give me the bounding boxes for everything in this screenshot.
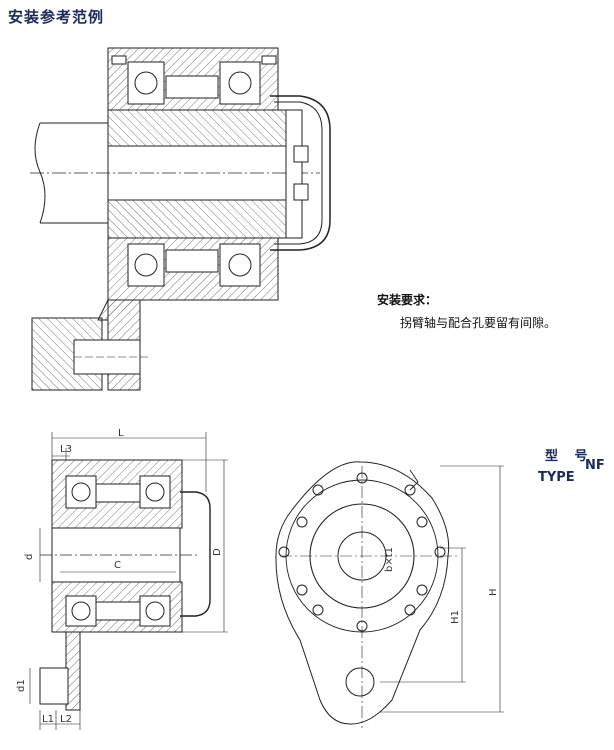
dim-L2: L2: [60, 714, 72, 725]
dim-H1: H1: [450, 610, 461, 624]
type-label-cn: 型 号: [545, 449, 594, 464]
type-label-en: TYPE: [538, 470, 575, 485]
installation-requirements-text: 拐臂轴与配合孔要留有间隙。: [400, 316, 557, 330]
installation-requirements-heading: 安装要求：: [377, 293, 438, 307]
dim-C: C: [114, 560, 121, 571]
dim-L3: L3: [60, 444, 72, 455]
installation-example-drawing: [30, 47, 331, 391]
dim-D: D: [212, 548, 223, 556]
dim-L1: L1: [42, 714, 54, 725]
dim-L: L: [118, 428, 124, 439]
dim-d1: d1: [16, 679, 27, 692]
dim-keyway: b×t1: [384, 547, 395, 572]
section-view-drawing: [29, 432, 228, 730]
type-value: NF: [585, 458, 605, 473]
page-title: 安装参考范例: [8, 8, 105, 26]
front-view-drawing: [275, 461, 504, 728]
dim-d: d: [24, 554, 35, 560]
dim-H: H: [488, 588, 499, 596]
